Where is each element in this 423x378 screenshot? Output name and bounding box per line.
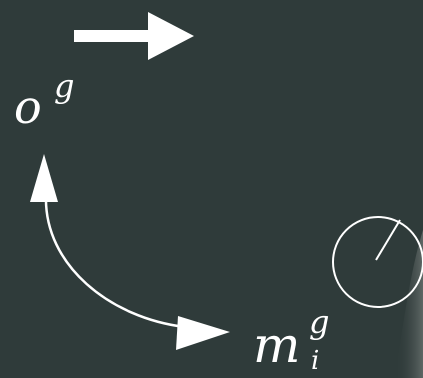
manipulator-goal-subscript: i: [311, 346, 320, 376]
object-goal-superscript: g: [54, 67, 75, 105]
background-shading: [395, 230, 423, 378]
object-goal-base: o: [14, 80, 42, 134]
object-goal-label: o g: [14, 70, 74, 130]
double-headed-curved-arrow-icon: [30, 154, 230, 350]
manipulator-goal-superscript: g: [309, 303, 330, 341]
manipulator-goal-base: m: [253, 316, 301, 374]
dial-gauge-icon: [332, 216, 423, 308]
right-arrow-icon: [74, 12, 194, 60]
manipulator-goal-label: m g i: [253, 306, 329, 374]
